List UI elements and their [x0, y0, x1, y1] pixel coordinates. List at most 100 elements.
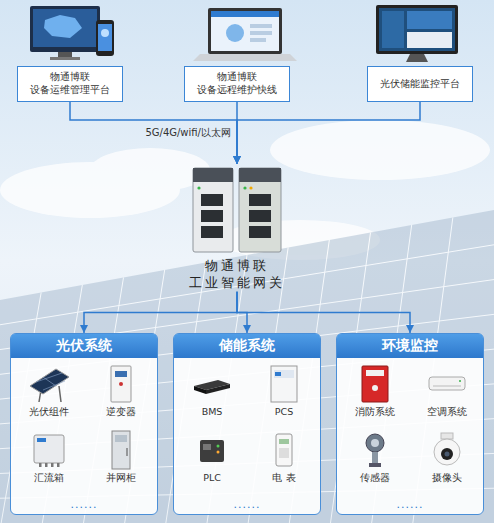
cable-gland — [57, 463, 60, 467]
laptop-screenshot-part — [250, 38, 266, 42]
fire-icon — [362, 366, 388, 402]
laptop-screenshot-part — [211, 11, 279, 51]
ac-unit — [429, 377, 465, 390]
connector — [84, 292, 237, 333]
device-label: 消防系统 — [353, 406, 397, 419]
button — [372, 385, 378, 391]
monitor-screenshot-part — [379, 8, 455, 51]
monitor-screenshot-part — [58, 52, 72, 57]
meter-body — [276, 434, 292, 466]
ac-icon — [429, 377, 465, 390]
device-item: 并网柜 — [99, 430, 143, 485]
cabinet — [271, 366, 297, 402]
device-item: 光伏组件 — [27, 364, 71, 419]
sensor-face — [371, 439, 379, 447]
panel-header: 光伏系统 — [11, 334, 157, 358]
gateway-label: 物通博联 工业智能网关 — [189, 258, 285, 292]
device-label: 光伏组件 — [27, 406, 71, 419]
monitor-screenshot-part — [96, 20, 114, 56]
ethernet-port — [201, 226, 223, 238]
sensor-icon — [366, 434, 384, 467]
sensor-head — [366, 434, 384, 452]
edge-label: 5G/4G/wifi/以太网 — [145, 126, 231, 140]
system-panel: 储能系统......BMSPCSPLC电 表 — [173, 333, 321, 515]
ethernet-port — [201, 210, 223, 222]
monitor-screenshot-part — [407, 32, 452, 48]
panel-face — [274, 370, 294, 378]
platform-box: 物通博联 设备远程维护快线 — [184, 66, 290, 102]
meter-icon — [276, 434, 292, 466]
cabinet — [111, 366, 131, 402]
platform-box: 光伏储能监控平台 — [367, 66, 473, 102]
stand — [59, 386, 61, 402]
monitor-screenshot-part — [33, 9, 97, 47]
lens — [441, 448, 453, 460]
device-icon — [353, 430, 397, 470]
cell-line — [36, 373, 62, 382]
gateway-top — [193, 168, 233, 182]
lens-glass — [445, 452, 450, 457]
button — [119, 382, 123, 386]
cable-gland — [39, 463, 42, 467]
led — [217, 445, 220, 448]
device-icon — [27, 364, 71, 404]
device-icon — [99, 430, 143, 470]
ellipsis-note: ...... — [337, 498, 483, 511]
bms-icon — [194, 380, 230, 394]
box — [34, 435, 64, 463]
laptop-screenshot-part — [250, 31, 272, 35]
led — [217, 451, 220, 454]
ellipsis-note: ...... — [11, 498, 157, 511]
monitor-screenshot-part — [407, 11, 452, 29]
device-icon — [262, 364, 306, 404]
device-label: 逆变器 — [99, 406, 143, 419]
gateway-module — [239, 168, 281, 252]
screen — [275, 372, 281, 376]
vent — [433, 386, 461, 387]
monitor-screenshot-part — [101, 29, 109, 37]
device-icon — [425, 430, 469, 470]
panel-title: 光伏系统 — [56, 337, 112, 355]
platform-box: 物通博联 设备运维管理平台 — [17, 66, 123, 102]
panel-header: 环境监控 — [337, 334, 483, 358]
panel-face — [366, 370, 384, 376]
laptop-screenshot-part — [250, 24, 272, 28]
terminal-cover — [279, 448, 289, 458]
module — [200, 440, 224, 462]
combiner-icon — [34, 435, 64, 467]
device-icon — [99, 364, 143, 404]
gateway-picture — [187, 164, 287, 256]
screen — [115, 371, 127, 377]
laptop-screenshot-part — [193, 54, 297, 61]
device-item: 消防系统 — [353, 364, 397, 419]
plc-icon — [200, 440, 224, 462]
solar-icon — [30, 369, 69, 402]
cell-line — [43, 377, 56, 386]
panel-title: 环境监控 — [382, 337, 438, 355]
platform-label: 物通博联 设备运维管理平台 — [30, 71, 110, 97]
device-label: PLC — [190, 472, 234, 483]
status-led — [243, 186, 246, 189]
device-item: PLC — [190, 430, 234, 483]
device-icon — [425, 364, 469, 404]
device-label: 空调系统 — [425, 406, 469, 419]
laptop-screenshot-part — [208, 8, 282, 54]
base — [369, 463, 381, 467]
cable-gland — [45, 463, 48, 467]
handle — [126, 448, 127, 456]
monitor-screenshot-part — [50, 57, 80, 60]
solar-array — [0, 210, 494, 523]
system-panel: 光伏系统......光伏组件逆变器汇流箱并网柜 — [10, 333, 158, 515]
monitor-screenshot — [376, 5, 458, 62]
connector — [237, 102, 420, 164]
device-icon — [27, 430, 71, 470]
clouds-part — [270, 120, 490, 180]
device-item: BMS — [190, 364, 234, 417]
clouds-part — [90, 148, 210, 192]
terminal — [203, 444, 211, 450]
laptop-screenshot — [193, 8, 297, 61]
device-item: PCS — [262, 364, 306, 417]
solar-array-part — [0, 210, 494, 523]
box-front — [194, 386, 206, 394]
